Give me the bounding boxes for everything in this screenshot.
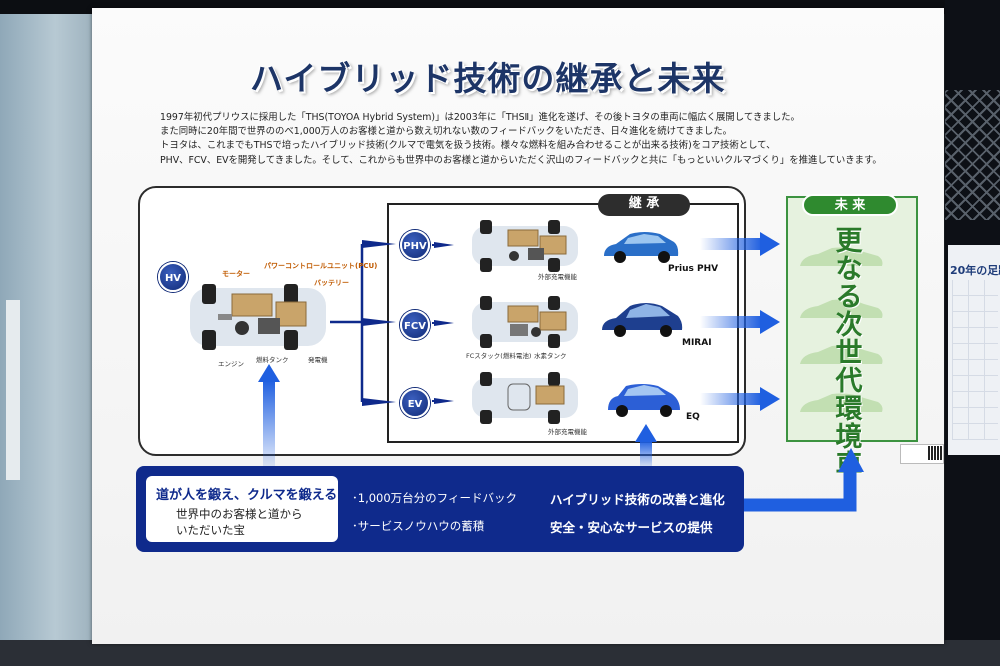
feedback-callout: [146, 476, 338, 542]
mirai-label: MIRAI: [682, 338, 712, 348]
feedback-result: 安全・安心なサービスの提供: [550, 520, 713, 535]
future-vertical-text: 更なる次世代環境車: [835, 226, 863, 480]
battery-label: バッテリー: [314, 279, 349, 287]
hv-badge: HV: [158, 262, 188, 292]
hv-chassis-diagram: [190, 284, 326, 350]
floor: [0, 640, 1000, 666]
band-subtext: いただいた宝: [176, 523, 245, 537]
intro-line: PHV、FCV、EVを開発してきました。そして、これからも世界中のお客様と道から…: [160, 155, 882, 166]
fcv-chassis-diagram: [472, 296, 578, 348]
eq-car-icon: [608, 384, 680, 417]
qr-code-icon: [928, 446, 942, 460]
feedback-item: ･サービスノウハウの蓄積: [352, 519, 485, 533]
intro-line: また同時に20年間で世界ののべ1,000万人のお客様と道から数え切れない数のフィ…: [160, 126, 733, 137]
board-title: ハイブリッド技術の継承と未来: [250, 59, 726, 98]
intro-line: トヨタは、これまでもTHSで培ったハイブリッド技術(クルマで電気を扱う技術。様々…: [160, 140, 776, 151]
ghost-car-icon: [800, 393, 883, 412]
feedback-result: ハイブリッド技術の改善と進化: [550, 492, 725, 507]
phv-chassis-diagram: [472, 220, 578, 272]
band-heading: 道が人を鍛え、クルマを鍛える: [156, 488, 338, 503]
generator-label: 発電機: [308, 356, 328, 364]
inherit-label: 継 承: [598, 194, 690, 216]
side-panel-content: [952, 280, 998, 440]
prius-phv-label: Prius PHV: [668, 264, 719, 274]
prius-phv-car-icon: [604, 232, 679, 263]
engine-label: エンジン: [218, 360, 244, 368]
wall-panel: [6, 300, 20, 480]
future-frame: [786, 196, 918, 442]
fuel-tank-label: 燃料タンク: [256, 356, 289, 364]
band-subtext: 世界中のお客様と道から: [176, 507, 303, 521]
feedback-item: ･1,000万台分のフィードバック: [352, 491, 517, 505]
fcv-badge: FCV: [400, 310, 430, 340]
intro-line: 1997年初代プリウスに採用した「THS(TOYOA Hybrid System…: [160, 112, 800, 123]
ghost-car-icon: [800, 247, 883, 266]
ev-badge: EV: [400, 388, 430, 418]
phv-charge-note: 外部充電機能: [538, 273, 577, 281]
eq-label: EQ: [686, 412, 700, 422]
ev-charge-note: 外部充電機能: [548, 428, 587, 436]
mirai-car-icon: [602, 303, 683, 337]
ghost-car-icon: [800, 345, 883, 364]
ceiling-truss: [945, 90, 1000, 220]
motor-label: モーター: [222, 270, 250, 278]
pcu-label: パワーコントロールユニット(PCU): [264, 262, 378, 270]
hydrogen-tank-note: 水素タンク: [534, 352, 567, 360]
phv-badge: PHV: [400, 230, 430, 260]
fc-stack-note: FCスタック(燃料電池): [466, 352, 532, 360]
side-panel-title: 20年の足跡: [950, 264, 1000, 277]
ev-chassis-diagram: [472, 372, 578, 424]
future-label: 未 来: [802, 194, 898, 216]
ghost-car-icon: [800, 299, 883, 318]
